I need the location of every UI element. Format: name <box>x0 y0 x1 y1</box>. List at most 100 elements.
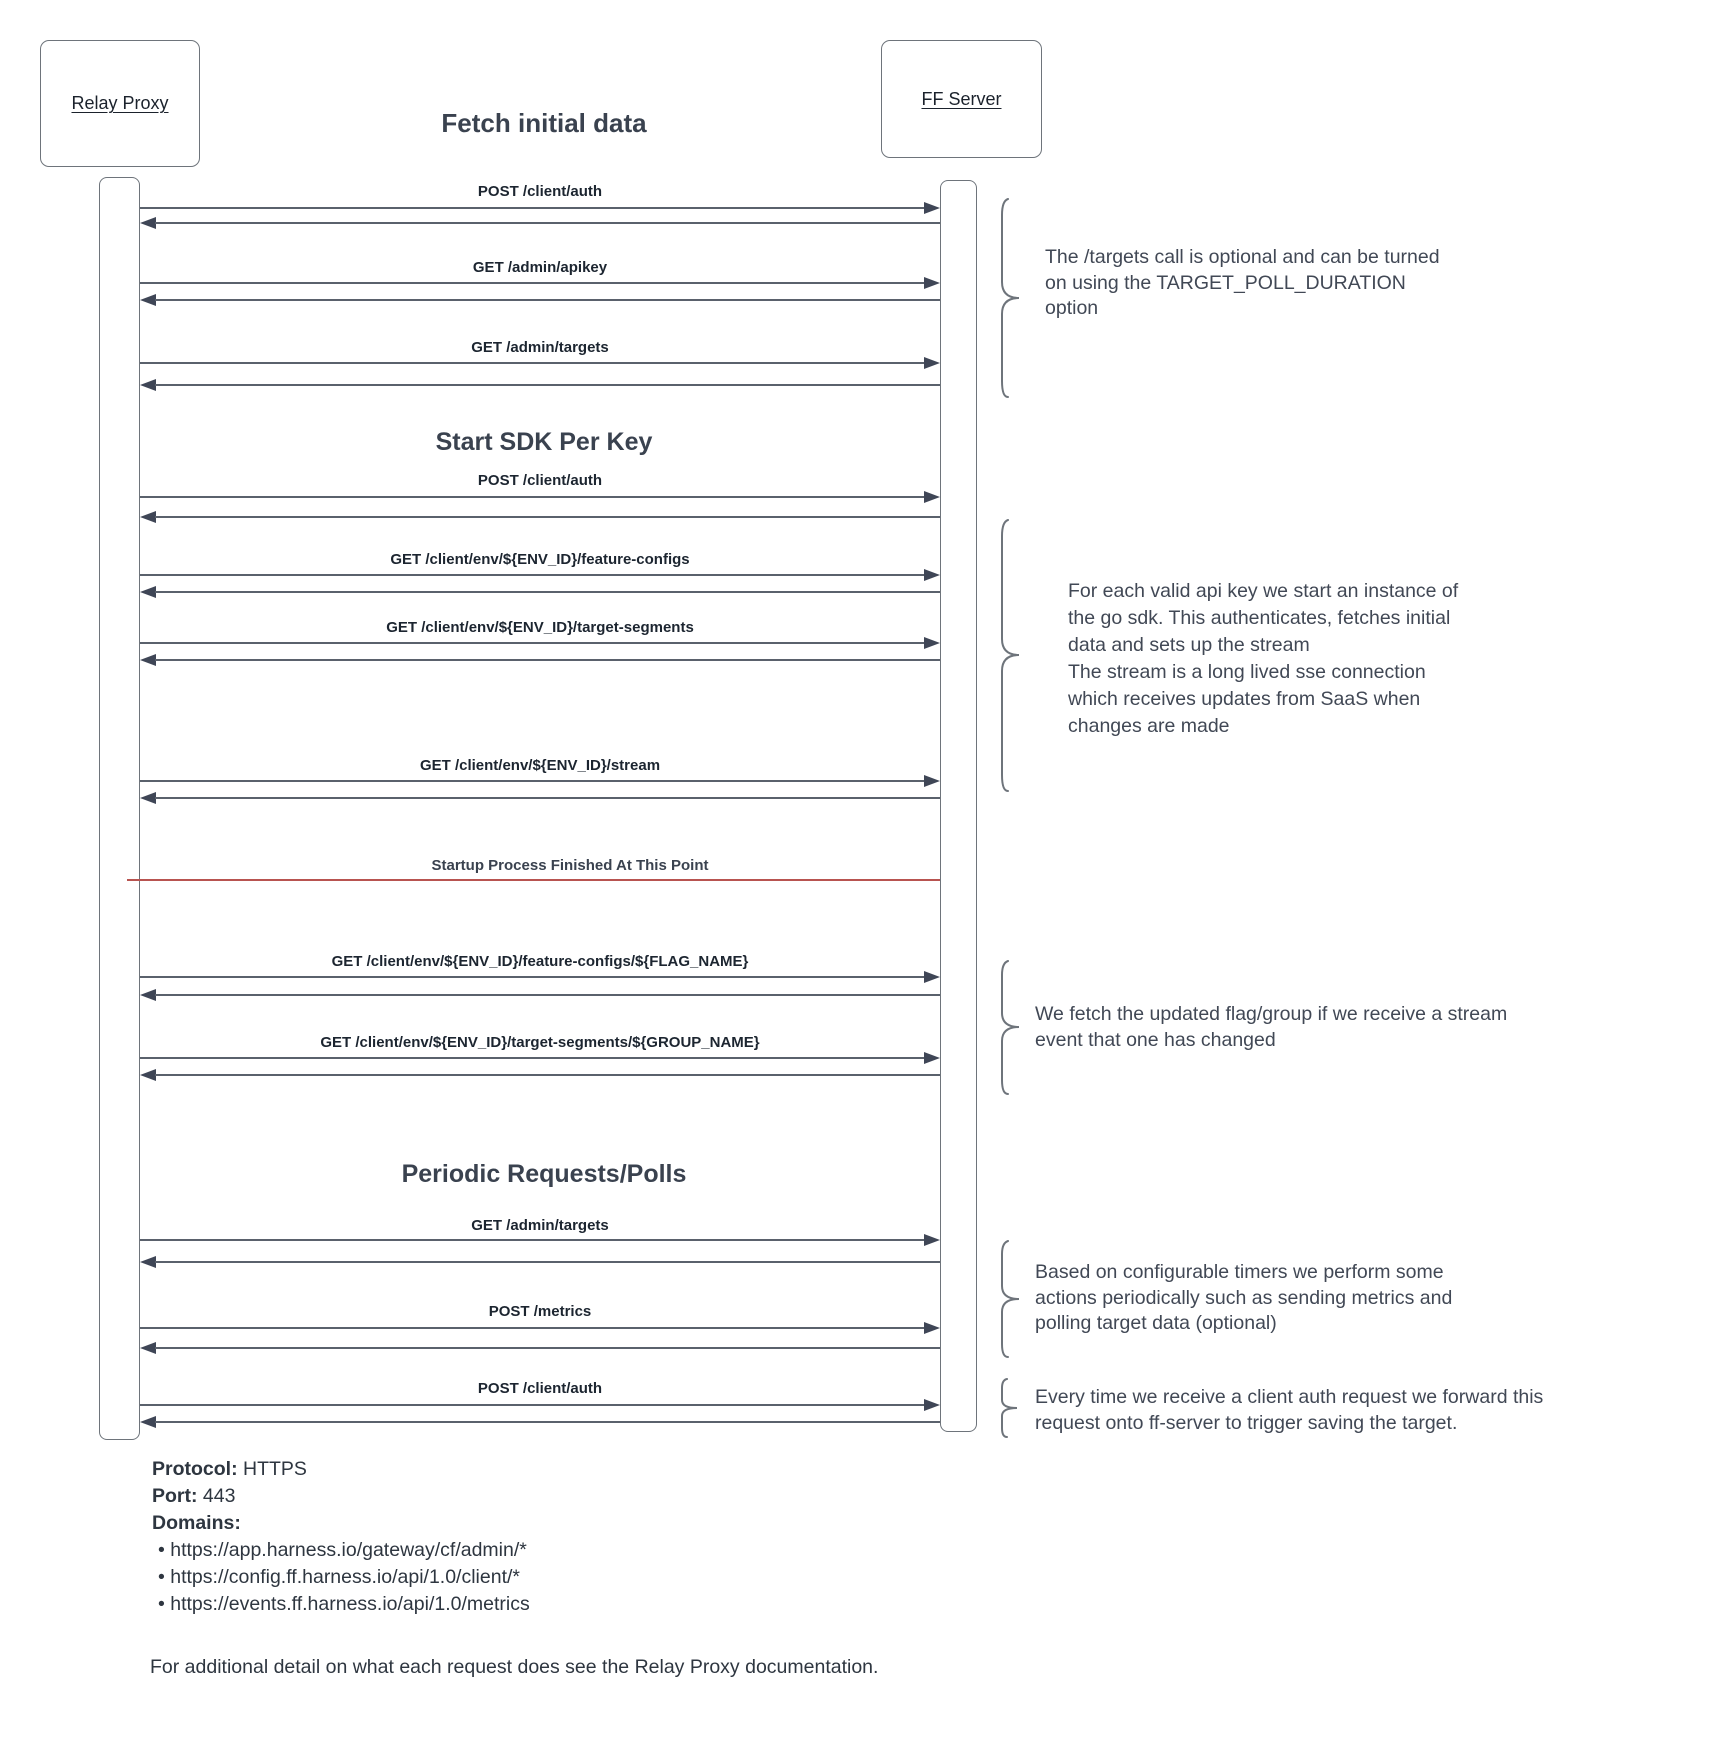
arrow-line <box>155 994 940 996</box>
arrowhead-right-icon <box>924 1234 940 1246</box>
brace-icon <box>1000 519 1024 792</box>
message-label: GET /client/env/${ENV_ID}/target-segment… <box>386 619 694 636</box>
section-header-periodic: Periodic Requests/Polls <box>401 1160 687 1188</box>
lifeline-relay-proxy <box>99 177 140 1440</box>
annotation-fetch-updated: We fetch the updated flag/group if we re… <box>1035 1003 1508 1051</box>
protocol-line: Protocol: HTTPS <box>152 1456 530 1483</box>
request-arrow <box>140 971 940 983</box>
brace-icon <box>1000 198 1024 398</box>
arrow-line <box>140 207 925 209</box>
startup-divider-label: Startup Process Finished At This Point <box>431 857 709 874</box>
arrowhead-right-icon <box>924 971 940 983</box>
footer-note: For additional detail on what each reque… <box>150 1656 879 1678</box>
domain-item: • https://config.ff.harness.io/api/1.0/c… <box>158 1566 521 1588</box>
arrowhead-left-icon <box>140 792 156 804</box>
arrowhead-left-icon <box>140 379 156 391</box>
response-arrow <box>140 511 940 523</box>
arrowhead-left-icon <box>140 1416 156 1428</box>
arrow-line <box>155 1347 940 1349</box>
arrow-line <box>155 299 940 301</box>
arrow-line <box>140 1327 925 1329</box>
actor-relay-proxy: Relay Proxy <box>40 40 200 167</box>
annotation-targets-optional: The /targets call is optional and can be… <box>1045 246 1440 319</box>
request-arrow <box>140 1399 940 1411</box>
request-arrow <box>140 1052 940 1064</box>
message-label: GET /client/env/${ENV_ID}/target-segment… <box>320 1034 760 1051</box>
brace-icon <box>1000 1378 1024 1438</box>
arrowhead-left-icon <box>140 1342 156 1354</box>
request-arrow <box>140 569 940 581</box>
arrow-line <box>140 362 925 364</box>
arrowhead-left-icon <box>140 217 156 229</box>
annotation-client-auth-forward: Every time we receive a client auth requ… <box>1035 1386 1544 1434</box>
message-label: POST /client/auth <box>477 472 603 489</box>
request-arrow <box>140 491 940 503</box>
arrow-line <box>155 222 940 224</box>
startup-divider-line <box>127 879 940 881</box>
arrow-line <box>155 384 940 386</box>
response-arrow <box>140 1069 940 1081</box>
arrowhead-right-icon <box>924 569 940 581</box>
arrowhead-right-icon <box>924 775 940 787</box>
arrow-line <box>155 1261 940 1263</box>
arrowhead-right-icon <box>924 637 940 649</box>
port-label: Port: <box>152 1485 198 1507</box>
arrowhead-right-icon <box>924 1399 940 1411</box>
request-arrow <box>140 202 940 214</box>
annotation-periodic-timers: Based on configurable timers we perform … <box>1035 1261 1453 1334</box>
arrow-line <box>155 659 940 661</box>
request-arrow <box>140 357 940 369</box>
arrowhead-left-icon <box>140 989 156 1001</box>
arrow-line <box>140 282 925 284</box>
arrowhead-left-icon <box>140 511 156 523</box>
arrow-line <box>155 591 940 593</box>
actor-ff-server-label: FF Server <box>921 88 1002 109</box>
message-label: GET /client/env/${ENV_ID}/stream <box>419 757 661 774</box>
arrow-line <box>155 1421 940 1423</box>
port-value: 443 <box>197 1485 236 1507</box>
message-label: POST /metrics <box>488 1303 592 1320</box>
protocol-label: Protocol: <box>152 1458 238 1480</box>
arrow-line <box>140 780 925 782</box>
message-label: GET /admin/apikey <box>472 259 608 276</box>
response-arrow <box>140 294 940 306</box>
arrow-line <box>140 976 925 978</box>
response-arrow <box>140 217 940 229</box>
arrowhead-right-icon <box>924 1052 940 1064</box>
message-label: POST /client/auth <box>477 1380 603 1397</box>
request-arrow <box>140 1234 940 1246</box>
annotation-sdk-per-key: For each valid api key we start an insta… <box>1068 580 1459 737</box>
domain-item: • https://events.ff.harness.io/api/1.0/m… <box>158 1593 530 1615</box>
arrow-line <box>140 642 925 644</box>
domains-label-line: Domains: <box>152 1510 530 1537</box>
arrowhead-right-icon <box>924 277 940 289</box>
message-label: GET /client/env/${ENV_ID}/feature-config… <box>331 953 749 970</box>
arrow-line <box>140 496 925 498</box>
arrowhead-left-icon <box>140 1069 156 1081</box>
actor-relay-proxy-label: Relay Proxy <box>71 93 169 113</box>
arrowhead-left-icon <box>140 654 156 666</box>
page-title: Fetch initial data <box>441 108 647 138</box>
response-arrow <box>140 1416 940 1428</box>
arrowhead-left-icon <box>140 1256 156 1268</box>
arrowhead-left-icon <box>140 294 156 306</box>
port-line: Port: 443 <box>152 1483 530 1510</box>
domain-item: • https://app.harness.io/gateway/cf/admi… <box>158 1539 527 1561</box>
arrow-line <box>155 1074 940 1076</box>
response-arrow <box>140 586 940 598</box>
response-arrow <box>140 654 940 666</box>
message-label: POST /client/auth <box>477 183 603 200</box>
message-label: GET /client/env/${ENV_ID}/feature-config… <box>390 551 690 568</box>
arrowhead-right-icon <box>924 202 940 214</box>
actor-ff-server: FF Server <box>881 40 1042 158</box>
response-arrow <box>140 379 940 391</box>
response-arrow <box>140 989 940 1001</box>
arrow-line <box>140 574 925 576</box>
arrowhead-right-icon <box>924 357 940 369</box>
arrow-line <box>140 1404 925 1406</box>
arrowhead-left-icon <box>140 586 156 598</box>
connection-info: Protocol: HTTPS Port: 443 Domains: • htt… <box>152 1456 530 1618</box>
protocol-value: HTTPS <box>237 1458 307 1480</box>
arrow-line <box>155 516 940 518</box>
